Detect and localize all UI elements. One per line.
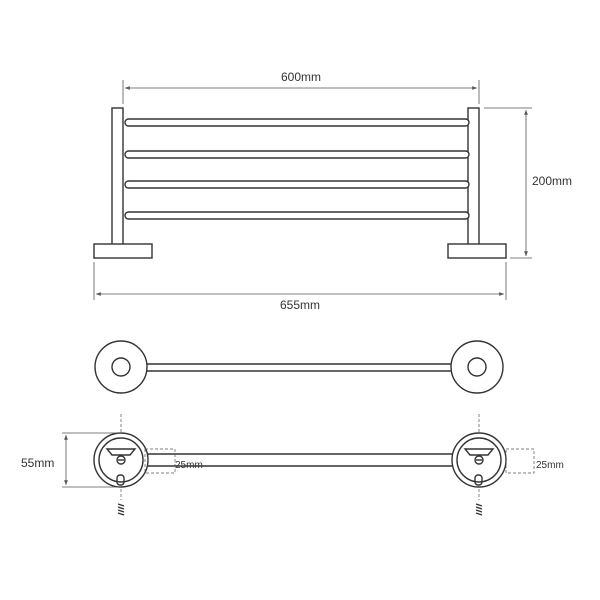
right-mount-label: 25mm [536,460,564,471]
left-mount-label: 25mm [175,460,203,471]
right-plate-inner [456,437,502,483]
rail-width-label: 600mm [281,70,321,84]
right-bracket [463,448,495,456]
dimension-depth: 55mm [21,432,121,488]
right-wall-screw-icon [475,503,483,516]
left-post-section [111,357,131,377]
left-base [93,243,153,259]
rail-4 [124,211,470,220]
left-post [111,107,124,249]
left-slot [116,474,125,486]
right-mount-outline [505,448,535,474]
height-label: 200mm [532,174,572,188]
dimension-height: 200mm [484,107,572,259]
towel-rails [124,118,470,220]
top-view-rail [137,363,459,372]
right-slot [474,474,483,486]
left-wall-screw-icon [117,503,125,516]
right-base [447,243,507,259]
rail-3 [124,180,470,189]
left-plate-inner [98,437,144,483]
rail-1 [124,118,470,127]
right-screw-head [474,455,484,465]
left-mounting-plate: 25mm [93,414,203,516]
right-post [467,107,480,249]
top-view [94,340,504,394]
right-post-section [467,357,487,377]
dimension-rail-width: 600mm [122,70,480,104]
rail-2 [124,150,470,159]
total-width-label: 655mm [280,298,320,312]
left-bracket [105,448,137,456]
dimension-total-width: 655mm [93,262,507,312]
left-screw-head [116,455,126,465]
left-mount-outline [144,448,176,474]
depth-label: 55mm [21,456,54,470]
front-view: 600mm 200mm 655mm [93,70,572,312]
right-mounting-plate: 25mm [451,414,564,516]
mounting-view: 25mm 25mm 55mm [21,414,564,516]
